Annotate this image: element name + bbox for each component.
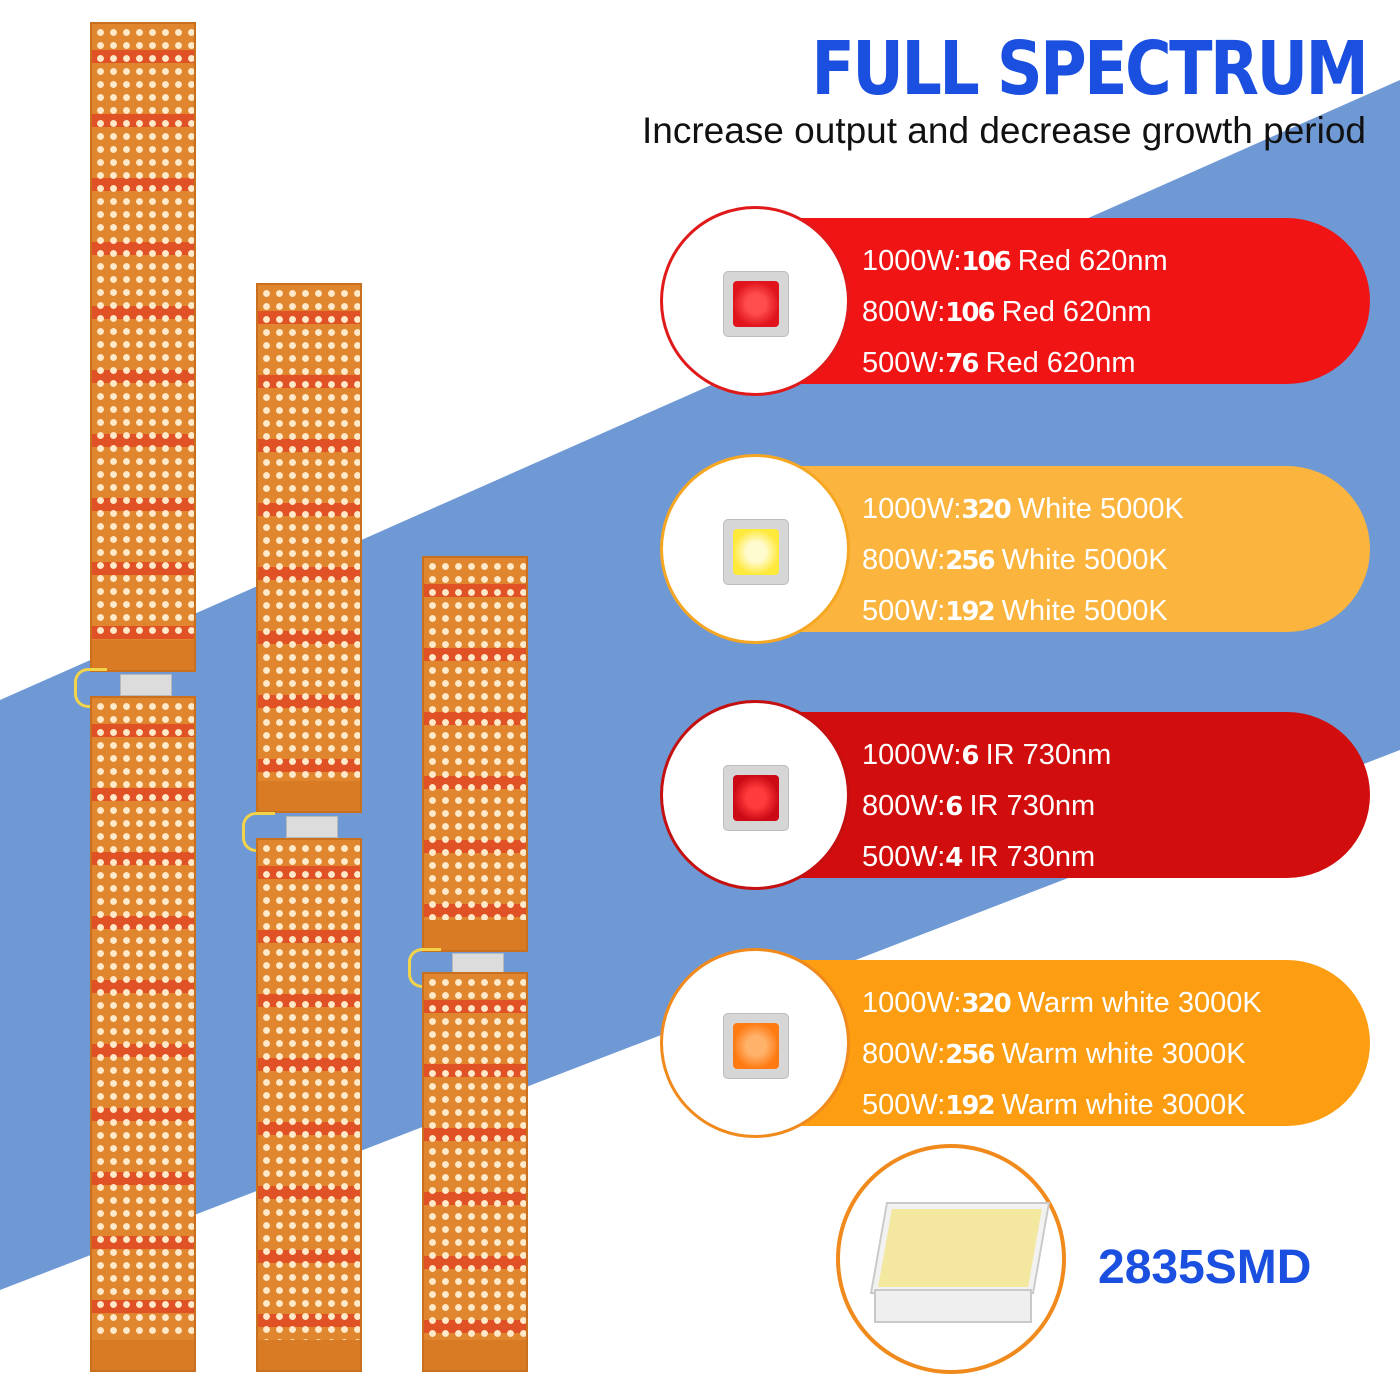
led-panel-1000w-upper <box>90 22 196 672</box>
white-led-badge <box>660 454 850 644</box>
smd-chip-badge <box>836 1144 1066 1374</box>
page-title: FULL SPECTRUM <box>811 26 1369 112</box>
spec-line: 500W:192 Warm white 3000K <box>862 1089 1246 1121</box>
led-panel-800w-upper <box>256 283 362 813</box>
warm-white-led-chip-icon <box>723 1013 789 1079</box>
spectrum-lines: 1000W:106 Red 620nm 800W:106 Red 620nm 5… <box>862 236 1168 389</box>
spec-line: 1000W:320 Warm white 3000K <box>862 987 1262 1019</box>
spec-line: 1000W:320 White 5000K <box>862 493 1184 525</box>
panel-connector <box>120 674 172 696</box>
ir-led-badge <box>660 700 850 890</box>
smd-chip-base <box>874 1289 1032 1323</box>
spec-line: 1000W:6 IR 730nm <box>862 739 1112 771</box>
led-panel-1000w-lower <box>90 696 196 1372</box>
led-panel-800w-lower <box>256 838 362 1372</box>
red-led-badge <box>660 206 850 396</box>
smd-label: 2835SMD <box>1098 1241 1312 1294</box>
spectrum-lines: 1000W:320 Warm white 3000K 800W:256 Warm… <box>862 978 1262 1131</box>
white-led-chip-icon <box>723 519 789 585</box>
spectrum-lines: 1000W:6 IR 730nm 800W:6 IR 730nm 500W:4 … <box>862 730 1111 883</box>
warm-white-led-badge <box>660 948 850 1138</box>
led-panel-500w-lower <box>422 972 528 1372</box>
spectrum-lines: 1000W:320 White 5000K 800W:256 White 500… <box>862 484 1184 637</box>
panel-connector <box>286 816 338 838</box>
spec-line: 800W:256 White 5000K <box>862 544 1168 576</box>
panel-connector <box>452 953 504 973</box>
spectrum-band-white: 1000W:320 White 5000K 800W:256 White 500… <box>744 466 1370 632</box>
spec-line: 1000W:106 Red 620nm <box>862 245 1168 277</box>
spec-line: 500W:76 Red 620nm <box>862 347 1136 379</box>
spec-line: 500W:4 IR 730nm <box>862 841 1096 873</box>
spec-line: 800W:106 Red 620nm <box>862 296 1152 328</box>
page-subtitle: Increase output and decrease growth peri… <box>641 110 1366 151</box>
red-led-chip-icon <box>723 271 789 337</box>
ir-led-chip-icon <box>723 765 789 831</box>
spec-line: 500W:192 White 5000K <box>862 595 1168 627</box>
spec-line: 800W:6 IR 730nm <box>862 790 1096 822</box>
led-panel-500w-upper <box>422 556 528 952</box>
smd-2835-chip-icon <box>872 1204 1048 1292</box>
spec-line: 800W:256 Warm white 3000K <box>862 1038 1246 1070</box>
